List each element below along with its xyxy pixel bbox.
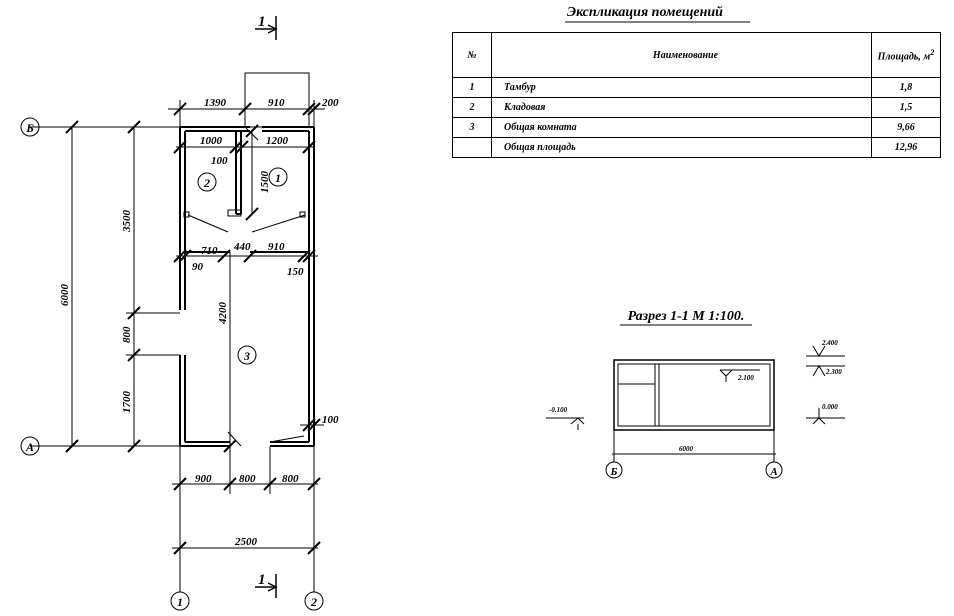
section-mark-bottom: 1 — [258, 572, 266, 588]
row-area: 9,66 — [871, 117, 941, 138]
level-minus-0100: -0.100 — [549, 406, 568, 414]
row-area: 1,8 — [871, 77, 941, 98]
section-labels: Разрез 1-1 М 1:100. 2.400 2.300 2.100 0.… — [549, 309, 842, 478]
dim-800-vertical: 800 — [121, 326, 133, 343]
section-axis-label-b: Б — [610, 466, 618, 478]
room-label-1: 1 — [275, 171, 281, 185]
explication-title: Экспликация помещений — [567, 5, 723, 20]
axis-bubbles — [20, 117, 783, 611]
table-row: 1 Тамбур 1,8 — [452, 77, 941, 98]
dim-100-right: 100 — [322, 414, 339, 426]
row-name: Общая площадь — [491, 137, 872, 158]
row-num — [452, 137, 492, 158]
explication-table: № Наименование Площадь, м2 1 Тамбур 1,8 … — [452, 32, 941, 158]
axis-bubble-2 — [304, 591, 324, 611]
table-row: 2 Кладовая 1,5 — [452, 97, 941, 118]
header-num: № — [452, 32, 492, 78]
row-name: Общая комната — [491, 117, 872, 138]
dim-1390: 1390 — [204, 97, 227, 109]
room-markers — [197, 167, 288, 365]
axis-label-2: 2 — [310, 595, 317, 609]
plan-labels: 1 1 Б А 1 2 2 1 3 1390 910 200 1000 100 … — [25, 14, 339, 609]
header-area-sup: 2 — [930, 47, 935, 57]
dim-1000: 1000 — [200, 135, 223, 147]
row-area: 1,5 — [871, 97, 941, 118]
room-label-3: 3 — [243, 349, 250, 363]
dim-1500: 1500 — [259, 171, 271, 194]
dim-6000: 6000 — [59, 284, 71, 307]
dim-910-top: 910 — [268, 97, 285, 109]
axis-bubble-1 — [170, 591, 190, 611]
row-num: 3 — [452, 117, 492, 138]
dimension-ticks — [65, 102, 321, 555]
plan-walls — [179, 126, 315, 447]
section-mark-top: 1 — [258, 14, 266, 30]
dim-150: 150 — [287, 266, 304, 278]
door-swings — [183, 209, 306, 447]
row-name: Тамбур — [491, 77, 872, 98]
section-drawing — [546, 345, 845, 462]
table-row: 3 Общая комната 9,66 — [452, 117, 941, 138]
plan-dimension-lines — [30, 100, 325, 592]
dim-440: 440 — [233, 241, 251, 253]
row-num: 1 — [452, 77, 492, 98]
dim-4200: 4200 — [217, 302, 229, 326]
axis-label-a: А — [25, 440, 34, 454]
header-area: Площадь, м2 — [871, 32, 941, 78]
dim-800-a: 800 — [239, 473, 256, 485]
table-row-total: Общая площадь 12,96 — [452, 137, 941, 158]
header-name: Наименование — [491, 32, 872, 78]
level-0000: 0.000 — [822, 403, 838, 411]
dim-1700: 1700 — [121, 391, 133, 414]
level-2100: 2.100 — [737, 374, 754, 382]
dim-800-b: 800 — [282, 473, 299, 485]
section-axis-label-a: А — [769, 466, 777, 478]
row-num: 2 — [452, 97, 492, 118]
level-2300: 2.300 — [825, 368, 842, 376]
room-label-2: 2 — [203, 176, 210, 190]
dim-200: 200 — [321, 97, 339, 109]
dim-100-inner: 100 — [211, 155, 228, 167]
dim-3500: 3500 — [121, 210, 133, 234]
axis-bubble-b — [20, 117, 40, 137]
axis-label-b: Б — [25, 121, 34, 135]
section-marks — [255, 16, 278, 598]
section-width-6000: 6000 — [679, 445, 694, 453]
row-area: 12,96 — [871, 137, 941, 158]
level-2400: 2.400 — [821, 339, 838, 347]
dim-90: 90 — [192, 261, 204, 273]
dim-710: 710 — [201, 245, 218, 257]
row-name: Кладовая — [491, 97, 872, 118]
section-title: Разрез 1-1 М 1:100. — [628, 309, 745, 324]
dim-2500: 2500 — [234, 536, 258, 548]
dim-910-mid: 910 — [268, 241, 285, 253]
dim-900: 900 — [195, 473, 212, 485]
axis-bubble-a — [20, 436, 40, 456]
table-header-row: № Наименование Площадь, м2 — [452, 32, 941, 78]
header-area-text: Площадь, м — [877, 51, 931, 63]
axis-label-1: 1 — [177, 595, 183, 609]
dim-1200: 1200 — [266, 135, 289, 147]
